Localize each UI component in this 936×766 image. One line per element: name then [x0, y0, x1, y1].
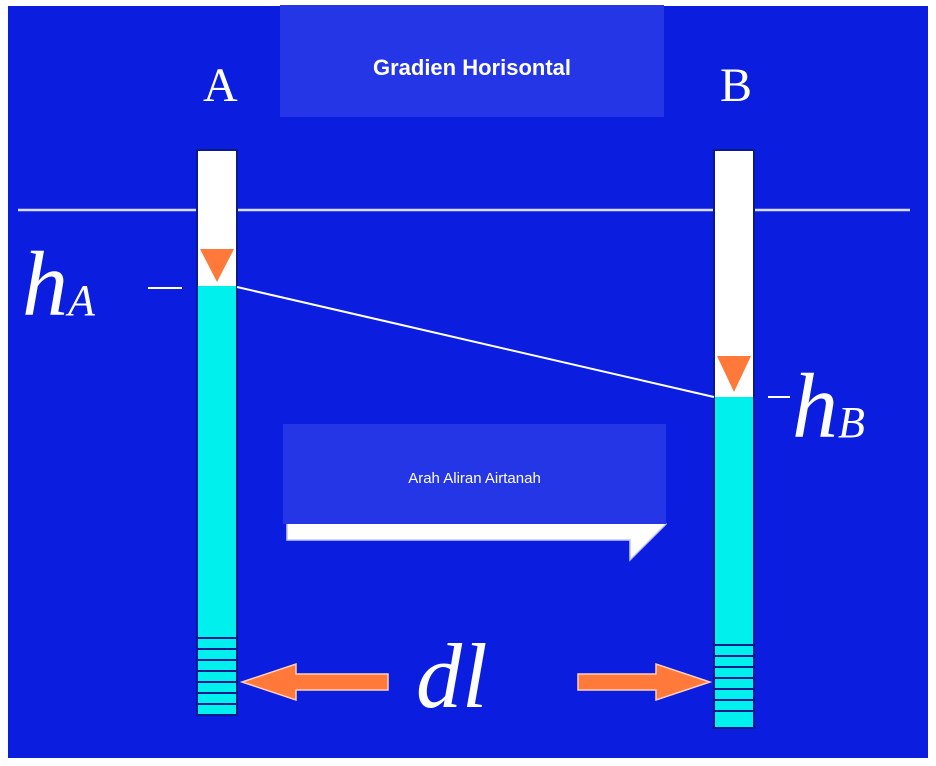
distance-symbol: dl [416, 625, 488, 727]
distance-arrow-left [239, 662, 389, 702]
distance-label: dl [416, 630, 488, 722]
head-b-subscript: B [838, 398, 865, 447]
well-a-label: A [203, 59, 238, 112]
well-b-outline [713, 149, 755, 729]
water-level-marker-b [717, 356, 751, 392]
head-b-label: hB [792, 360, 865, 452]
hydraulic-gradient-line [236, 286, 715, 398]
head-b-symbol: h [792, 355, 838, 457]
distance-arrow-right [577, 662, 713, 702]
flow-direction-label: Arah Aliran Airtanah [408, 470, 541, 487]
well-a [148, 149, 238, 716]
flow-direction-panel: Arah Aliran Airtanah [283, 424, 666, 524]
well-a-screen [197, 637, 237, 705]
diagram-title: Gradien Horisontal [372, 55, 572, 80]
well-b [713, 149, 790, 729]
well-b-screen [714, 644, 754, 712]
well-b-label: B [720, 59, 753, 112]
well-b-water-column [714, 397, 754, 728]
water-level-marker-a [200, 249, 234, 282]
head-a-subscript: A [68, 276, 95, 325]
head-a-label: hA [22, 238, 95, 330]
head-a-symbol: h [22, 233, 68, 335]
well-a-outline [196, 149, 238, 716]
title-panel: Gradien Horisontal [280, 5, 664, 117]
background [8, 6, 928, 758]
well-a-water-column [197, 286, 237, 715]
